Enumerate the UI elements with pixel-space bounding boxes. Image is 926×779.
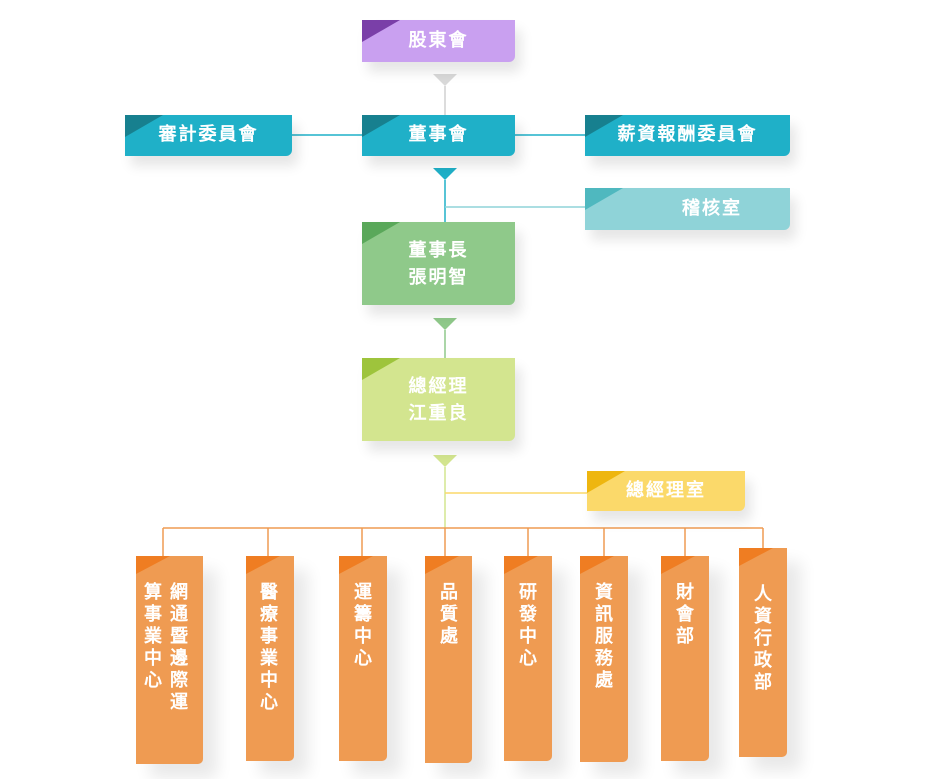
corner-accent <box>661 556 695 574</box>
node-chairman[interactable]: 董事長 張明智 <box>362 222 515 305</box>
chairman-name: 張明智 <box>408 266 469 288</box>
node-label: 審計委員會 <box>158 124 259 146</box>
arrow-board <box>433 168 457 180</box>
node-label: 董事會 <box>408 124 469 146</box>
corner-accent <box>362 115 400 137</box>
department-label: 資訊服務處 <box>595 582 613 691</box>
department-label: 運籌中心 <box>354 582 372 669</box>
corner-accent <box>585 115 623 137</box>
node-board[interactable]: 董事會 <box>362 115 515 156</box>
connector-department-drops <box>162 528 764 556</box>
corner-accent <box>580 556 614 574</box>
department-label-part: 算事業中心 <box>144 582 162 691</box>
department-it-services[interactable]: 資訊服務處 <box>580 556 628 762</box>
arrow-chairman <box>433 318 457 330</box>
node-gm-office[interactable]: 總經理室 <box>587 471 745 511</box>
node-general-manager[interactable]: 總經理 江重良 <box>362 358 515 441</box>
department-label: 研發中心 <box>519 582 537 669</box>
arrow-shareholders <box>433 74 457 86</box>
node-label: 股東會 <box>408 29 469 51</box>
node-internal-audit[interactable]: 稽核室 <box>585 188 790 230</box>
department-medical[interactable]: 醫療事業中心 <box>246 556 294 761</box>
node-label: 薪資報酬委員會 <box>617 124 758 146</box>
corner-accent <box>504 556 538 574</box>
department-finance[interactable]: 財會部 <box>661 556 709 761</box>
corner-accent <box>425 556 459 574</box>
corner-accent <box>587 471 625 493</box>
gm-title: 總經理 <box>408 375 469 397</box>
corner-accent <box>246 556 280 574</box>
chairman-title: 董事長 <box>408 239 469 261</box>
corner-accent <box>136 556 170 574</box>
department-label: 人資行政部 <box>754 584 772 693</box>
node-compensation-committee[interactable]: 薪資報酬委員會 <box>585 115 790 156</box>
corner-accent <box>339 556 373 574</box>
corner-accent <box>362 20 400 42</box>
department-logistics[interactable]: 運籌中心 <box>339 556 387 761</box>
corner-accent <box>125 115 163 137</box>
corner-accent <box>362 222 400 244</box>
department-hr-admin[interactable]: 人資行政部 <box>739 548 787 757</box>
arrow-general-manager <box>433 455 457 467</box>
department-quality[interactable]: 品質處 <box>425 556 472 763</box>
department-rd[interactable]: 研發中心 <box>504 556 552 761</box>
node-label: 稽核室 <box>682 197 742 219</box>
node-shareholders[interactable]: 股東會 <box>362 20 515 62</box>
corner-accent <box>739 548 773 566</box>
department-label: 財會部 <box>676 582 694 647</box>
node-audit-committee[interactable]: 審計委員會 <box>125 115 292 156</box>
gm-name: 江重良 <box>408 402 469 424</box>
department-label: 品質處 <box>440 582 458 647</box>
node-label: 總經理室 <box>626 479 706 501</box>
node-label: 總經理 江重良 <box>409 373 469 427</box>
department-label: 醫療事業中心 <box>260 582 278 713</box>
node-label: 董事長 張明智 <box>409 237 469 291</box>
department-label-part: 網通暨邊際運 <box>170 582 188 713</box>
department-networking-edge[interactable]: 網通暨邊際運 算事業中心 <box>136 556 203 764</box>
corner-accent <box>362 358 400 380</box>
corner-accent <box>585 188 623 210</box>
